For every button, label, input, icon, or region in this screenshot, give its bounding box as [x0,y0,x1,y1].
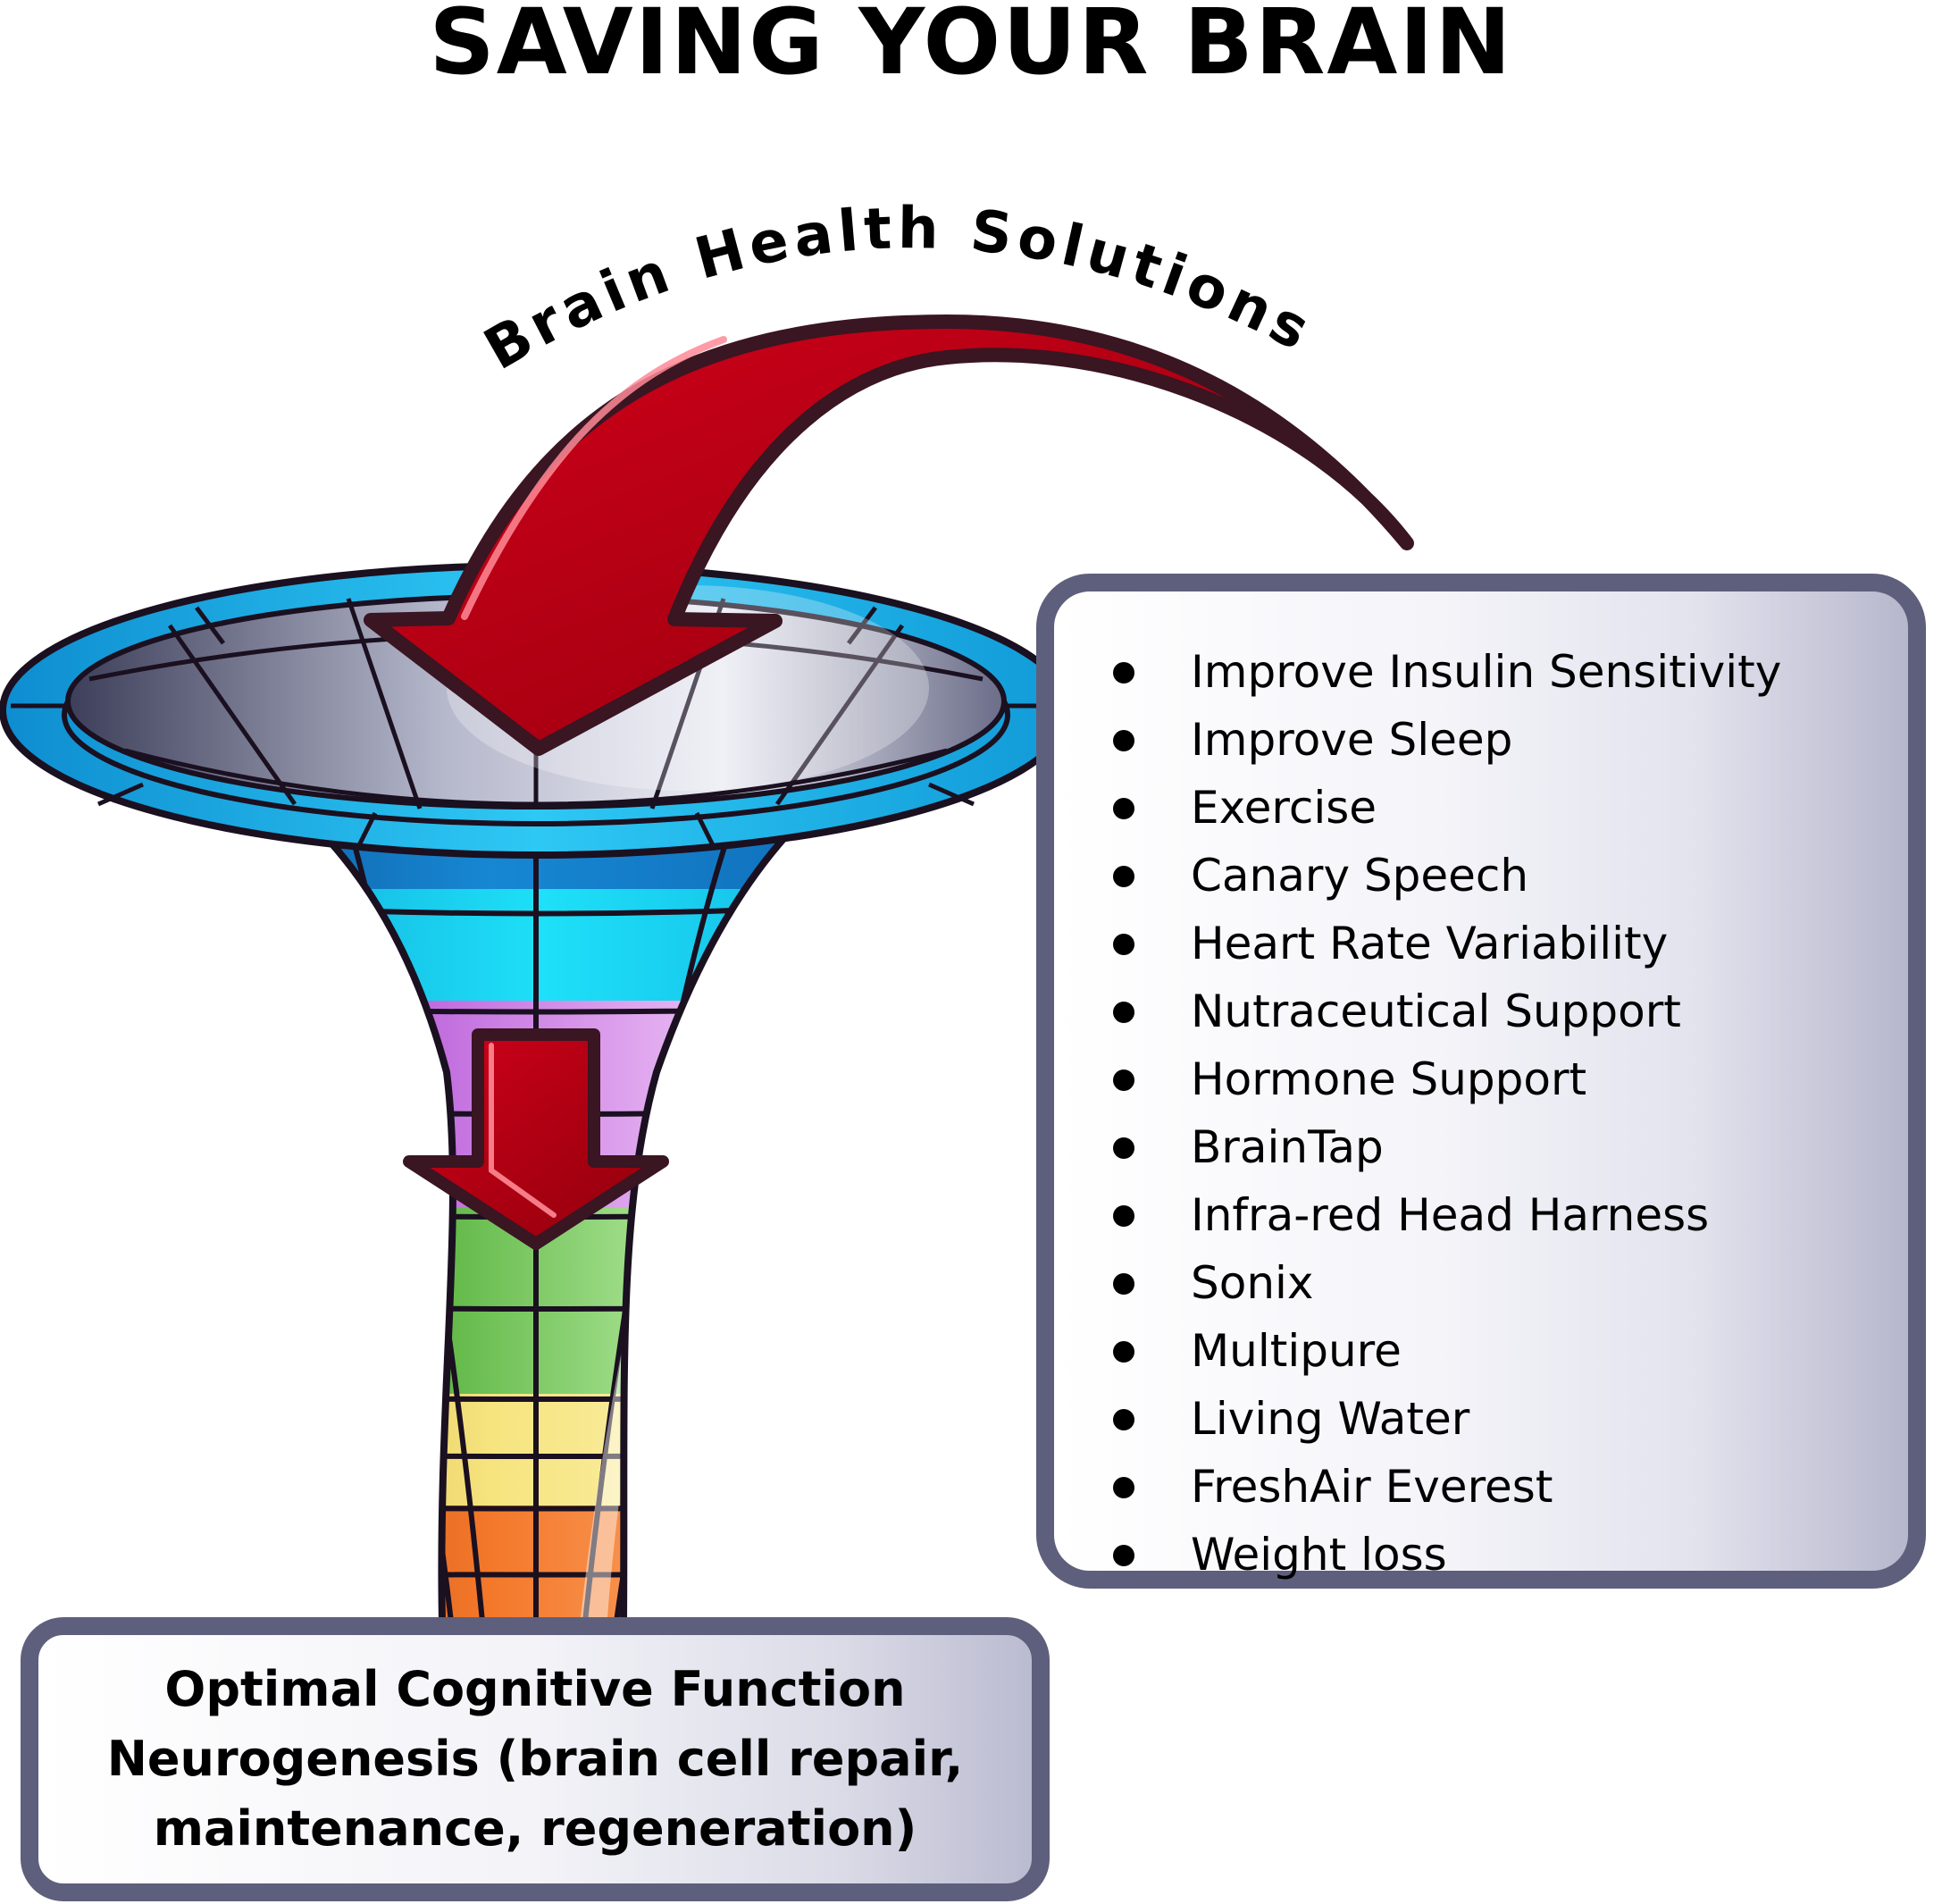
solution-item: Living Water [1106,1385,1781,1453]
solution-label: Improve Sleep [1191,714,1513,766]
down-arrow-icon [403,1028,669,1250]
solution-item: Exercise [1106,774,1781,842]
page-title: SAVING YOUR BRAIN [429,0,1513,96]
bullet-icon [1113,730,1134,751]
bullet-icon [1113,1545,1134,1566]
solution-label: FreshAir Everest [1191,1461,1553,1513]
bullet-icon [1113,866,1134,887]
solution-item: Sonix [1106,1249,1781,1317]
solution-item: Hormone Support [1106,1045,1781,1113]
solution-label: Infra-red Head Harness [1191,1189,1710,1241]
solution-label: Exercise [1191,782,1377,834]
bullet-icon [1113,1409,1134,1430]
curved-arrow-icon [364,315,1414,756]
bullet-icon [1113,798,1134,819]
solution-item: Multipure [1106,1317,1781,1385]
solution-item: Heart Rate Variability [1106,910,1781,977]
bullet-icon [1113,1002,1134,1023]
solution-label: Nutraceutical Support [1191,986,1681,1037]
solution-item: Improve Sleep [1106,706,1781,774]
outcome-panel: Optimal Cognitive Function Neurogenesis … [21,1617,1050,1901]
solution-item: BrainTap [1106,1113,1781,1181]
bullet-icon [1113,1205,1134,1227]
solution-item: Weight loss [1106,1521,1781,1589]
bullet-icon [1113,1137,1134,1159]
solution-label: Improve Insulin Sensitivity [1191,646,1782,698]
solution-label: Heart Rate Variability [1191,918,1669,969]
bullet-icon [1113,1069,1134,1091]
solution-label: Living Water [1191,1393,1470,1445]
solution-label: Hormone Support [1191,1053,1587,1105]
solution-item: Infra-red Head Harness [1106,1181,1781,1249]
solution-item: Canary Speech [1106,842,1781,910]
outcome-line: Neurogenesis (brain cell repair, [106,1731,964,1787]
solution-item: Nutraceutical Support [1106,977,1781,1045]
solution-item: Improve Insulin Sensitivity [1106,638,1781,706]
outcome-line: Optimal Cognitive Function [164,1661,906,1717]
bullet-icon [1113,934,1134,955]
solution-label: Sonix [1191,1257,1314,1309]
bullet-icon [1113,1273,1134,1295]
solution-item: FreshAir Everest [1106,1453,1781,1521]
outcome-line: maintenance, regeneration) [153,1800,917,1857]
bullet-icon [1113,1341,1134,1363]
solutions-panel: Improve Insulin Sensitivity Improve Slee… [1036,574,1926,1589]
bullet-icon [1113,662,1134,684]
solution-label: Weight loss [1191,1529,1447,1581]
solution-label: Canary Speech [1191,850,1529,902]
bullet-icon [1113,1477,1134,1498]
solutions-list: Improve Insulin Sensitivity Improve Slee… [1106,638,1781,1589]
solution-label: Multipure [1191,1325,1402,1377]
solution-label: BrainTap [1191,1121,1384,1173]
